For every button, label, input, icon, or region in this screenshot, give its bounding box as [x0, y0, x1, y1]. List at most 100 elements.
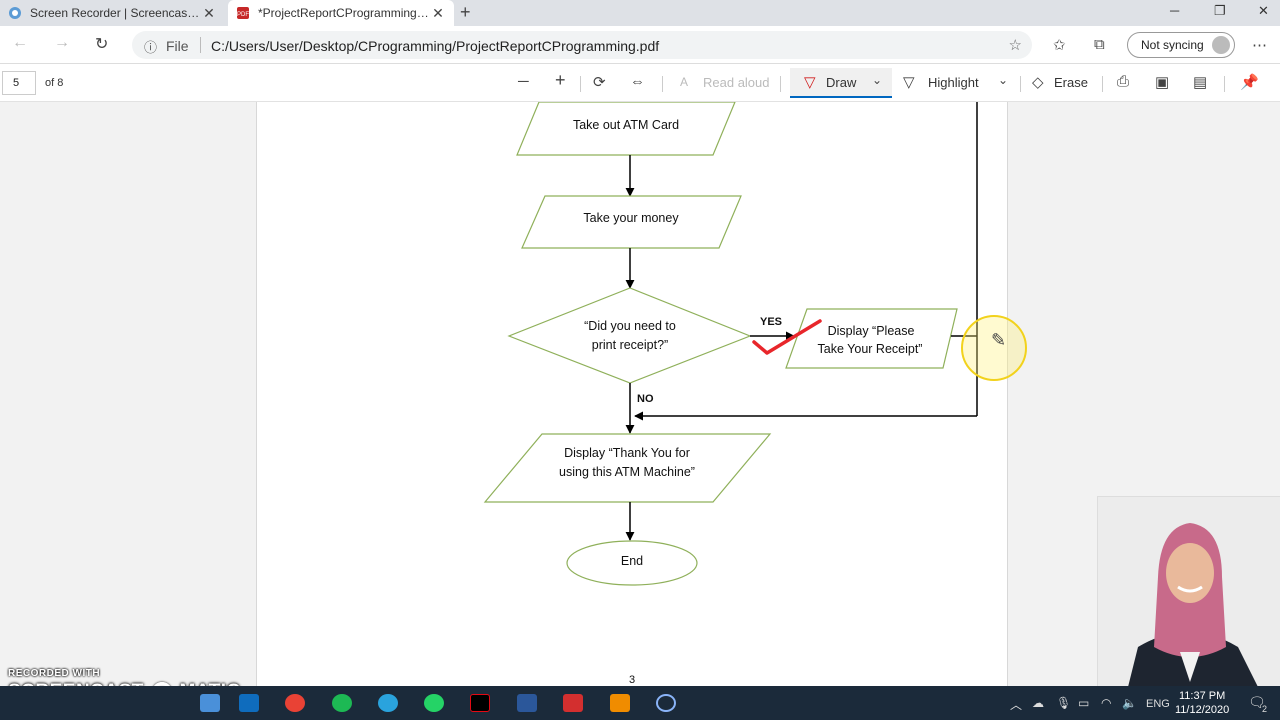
tray-language[interactable]: ENG: [1146, 698, 1170, 710]
chevron-down-icon[interactable]: ⌄: [872, 73, 883, 87]
pdf-toolbar: 5 of 8 ─ + ⟳ ⇔ A Read aloud ▽ Draw ⌄ ▽ H…: [0, 64, 1280, 102]
thanks-text-line1: Display “Thank You for: [564, 446, 690, 460]
taskbar-word-icon[interactable]: [517, 694, 537, 712]
rotate-icon[interactable]: ⟳: [593, 74, 606, 91]
decision-text-line1: “Did you need to: [584, 319, 676, 333]
receipt-text-line1: Display “Please: [828, 324, 915, 338]
taskbar-files-icon[interactable]: [200, 694, 220, 712]
highlight-icon[interactable]: ▽: [903, 74, 915, 91]
taskbar-vlc-icon[interactable]: [610, 694, 630, 712]
favorites-icon[interactable]: ✩: [1053, 37, 1066, 54]
taskbar-clock[interactable]: 11:37 PM 11/12/2020: [1175, 689, 1229, 717]
taskbar-spotify-icon[interactable]: [332, 694, 352, 712]
toolbar-divider: [780, 76, 781, 92]
pdf-page: Take out ATM Card Take your money “Did y…: [256, 102, 1027, 686]
taskbar-netflix-icon[interactable]: [470, 694, 490, 712]
tab-screen-recorder[interactable]: Screen Recorder | Screencast-O-Matic ✕: [0, 0, 225, 26]
take-card-text: Take out ATM Card: [573, 118, 679, 132]
close-tab-icon[interactable]: ✕: [203, 4, 215, 21]
take-money-shape: [521, 195, 742, 249]
draw-button[interactable]: ▽ Draw ⌄: [790, 68, 892, 98]
decision-text-line2: print receipt?”: [592, 338, 668, 352]
toolbar-divider: [1020, 76, 1021, 92]
watermark-line1: RECORDED WITH: [8, 668, 101, 679]
erase-button[interactable]: Erase: [1054, 75, 1088, 90]
tray-volume-icon[interactable]: 🔈: [1122, 696, 1137, 710]
svg-text:PDF: PDF: [237, 12, 249, 18]
tab-title: *ProjectReportCProgramming.pdf: [258, 6, 430, 20]
tray-wifi-icon[interactable]: ◠: [1101, 696, 1112, 710]
atm-flowchart: Take out ATM Card Take your money “Did y…: [483, 102, 978, 686]
thanks-text-line2: using this ATM Machine”: [559, 465, 695, 479]
pdf-viewer[interactable]: Take out ATM Card Take your money “Did y…: [0, 102, 1280, 686]
cursor-highlight: [961, 315, 1027, 381]
back-icon[interactable]: ←: [12, 34, 28, 51]
fit-page-icon[interactable]: ⇔: [630, 73, 645, 90]
page-total: of 8: [45, 77, 64, 89]
no-label: NO: [637, 393, 654, 405]
tab-title: Screen Recorder | Screencast-O-Matic: [30, 6, 201, 20]
toolbar-divider: [1102, 76, 1103, 92]
clock-date: 11/12/2020: [1175, 704, 1230, 716]
address-bar[interactable]: ⓘ File C:/Users/User/Desktop/CProgrammin…: [132, 31, 1032, 59]
page-number-input[interactable]: 5: [2, 71, 36, 95]
tab-pdf-document[interactable]: PDF *ProjectReportCProgramming.pdf ✕: [228, 0, 454, 26]
zoom-out-icon[interactable]: ─: [518, 73, 529, 90]
decision-diamond: [507, 287, 752, 384]
toolbar-divider: [662, 76, 663, 92]
chevron-down-icon[interactable]: ⌄: [998, 73, 1009, 87]
save-icon[interactable]: ▣: [1155, 74, 1170, 91]
info-icon[interactable]: ⓘ: [144, 40, 158, 55]
draw-label: Draw: [826, 75, 857, 90]
zoom-in-icon[interactable]: +: [555, 70, 566, 90]
page-number: 3: [629, 674, 635, 686]
new-tab-icon[interactable]: +: [460, 2, 471, 22]
print-icon[interactable]: ⎙: [1117, 73, 1130, 90]
draw-pen-icon: ▽: [804, 74, 816, 91]
close-tab-icon[interactable]: ✕: [432, 4, 444, 21]
url-text[interactable]: C:/Users/User/Desktop/CProgramming/Proje…: [211, 38, 660, 54]
take-card-shape: [516, 102, 736, 156]
address-toolbar: ← → ↻ ⓘ File C:/Users/User/Desktop/CProg…: [0, 26, 1280, 64]
tray-chevron-icon[interactable]: ︿: [1010, 698, 1023, 712]
favorite-star-icon[interactable]: ☆: [1008, 37, 1022, 54]
toolbar-divider: [1224, 76, 1225, 92]
webcam-overlay: [1097, 496, 1280, 687]
receipt-display-shape: [785, 308, 958, 369]
pin-toolbar-icon[interactable]: 📌: [1240, 74, 1259, 91]
end-terminator: [566, 540, 698, 586]
restore-icon[interactable]: ❐: [1214, 3, 1226, 18]
refresh-icon[interactable]: ↻: [95, 36, 109, 53]
taskbar-screencast-icon[interactable]: [656, 694, 676, 712]
scheme-label: File: [166, 38, 189, 54]
screencast-favicon-icon: [8, 6, 22, 20]
notification-icon[interactable]: 🗨: [1248, 694, 1266, 710]
windows-taskbar: ︿ ☁ 🎙 ▭ ◠ 🔈 ENG 11:37 PM 11/12/2020 🗨 2: [0, 686, 1280, 720]
taskbar-chrome-icon[interactable]: [285, 694, 305, 712]
read-aloud-icon[interactable]: A: [680, 75, 689, 89]
receipt-text-line2: Take Your Receipt”: [818, 342, 923, 356]
more-options-icon[interactable]: ⋯: [1252, 37, 1267, 54]
taskbar-whatsapp-icon[interactable]: [424, 694, 444, 712]
minimize-icon[interactable]: ─: [1170, 3, 1180, 18]
browser-tab-bar: Screen Recorder | Screencast-O-Matic ✕ P…: [0, 0, 1280, 26]
taskbar-acrobat-icon[interactable]: [563, 694, 583, 712]
tray-cloud-icon[interactable]: ☁: [1032, 696, 1044, 710]
pen-cursor-icon: ✎: [991, 330, 1007, 350]
collections-icon[interactable]: ⧉: [1094, 36, 1105, 53]
taskbar-mail-icon[interactable]: [239, 694, 259, 712]
eraser-icon[interactable]: ◇: [1032, 74, 1044, 91]
avatar-icon: [1212, 36, 1230, 54]
read-aloud-button[interactable]: Read aloud: [703, 75, 770, 90]
forward-icon[interactable]: →: [54, 34, 70, 51]
close-window-icon[interactable]: ✕: [1258, 3, 1269, 18]
taskbar-telegram-icon[interactable]: [378, 694, 398, 712]
presenter-image: [1098, 497, 1280, 687]
highlight-button[interactable]: Highlight: [928, 75, 979, 90]
yes-label: YES: [760, 316, 782, 328]
save-as-icon[interactable]: ▤: [1193, 74, 1208, 91]
profile-button[interactable]: Not syncing: [1127, 32, 1235, 58]
toolbar-divider: [580, 76, 581, 92]
tray-mic-icon[interactable]: 🎙: [1056, 696, 1072, 710]
tray-battery-icon[interactable]: ▭: [1078, 696, 1090, 710]
